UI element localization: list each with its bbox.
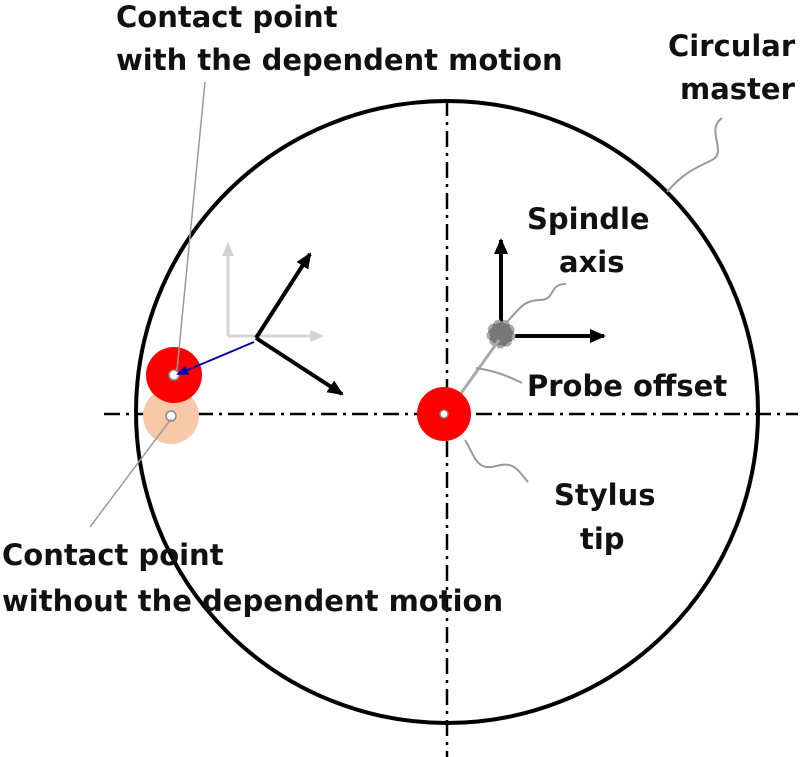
label-stylus-tip-line1: Stylus (554, 478, 656, 512)
leader-probe-offset (475, 367, 523, 384)
rotated-axes (254, 252, 344, 396)
spindle-axes (494, 238, 606, 343)
stylus-tip-center (439, 409, 449, 419)
circular-master-circle (134, 99, 760, 725)
label-circular-master-line1: Circular (668, 29, 796, 63)
leader-stylus-tip (464, 439, 529, 483)
label-spindle-axis-line2: axis (559, 245, 624, 279)
leader-circular-master (666, 117, 723, 193)
leader-spindle-axis (505, 283, 567, 324)
spindle-center-marker (486, 319, 516, 349)
label-circular-master-line2: master (680, 72, 796, 106)
contact-point-with-center (168, 369, 180, 381)
label-spindle-axis-line1: Spindle (527, 202, 650, 236)
label-contact-without-line2: without the dependent motion (2, 584, 503, 618)
dependent-motion-offset-arrow (176, 341, 255, 375)
label-contact-with-line1: Contact point (116, 0, 338, 34)
label-contact-without-line1: Contact point (2, 538, 224, 572)
ghost-axes (222, 242, 324, 342)
label-contact-with-line2: with the dependent motion (116, 43, 563, 77)
leader-contact-with (176, 81, 206, 371)
label-stylus-tip-line2: tip (580, 522, 625, 556)
contact-point-without-center (165, 410, 177, 422)
label-probe-offset: Probe offset (527, 369, 727, 403)
leader-contact-without (89, 418, 172, 528)
